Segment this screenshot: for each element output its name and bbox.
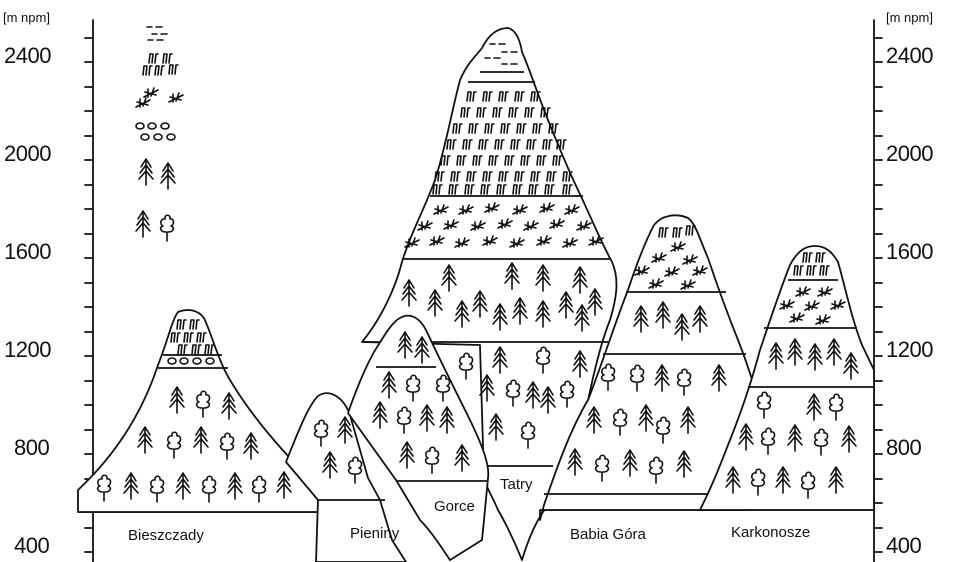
legend-dwarf-pine-icon [135,87,184,108]
tick-label: 2000 [4,141,51,166]
tick-label: 1600 [4,239,51,264]
tick-label: 400 [14,533,49,558]
tick-label: 1200 [886,337,933,362]
mountain-gorce: Gorce [347,314,490,561]
left-axis-unit: [m npm] [3,10,50,25]
tick-label: 2000 [886,141,933,166]
mountain-tatry: Tatry [361,27,618,561]
tick-label: 1200 [4,337,51,362]
label-gorce: Gorce [434,498,475,515]
tick-label: 1600 [886,239,933,264]
left-axis: [m npm] 2400 2000 1600 1200 800 400 [3,10,94,562]
label-karkonosze: Karkonosze [731,524,810,541]
legend-grass-icon [142,53,179,76]
label-bieszczady: Bieszczady [128,527,204,544]
legend-conifer-icon [138,158,176,190]
label-tatry: Tatry [500,476,533,493]
legend-mixed-forest-icon [135,210,175,242]
label-babia-gora: Babia Góra [570,526,647,543]
mountain-pieniny: Pieniny [285,392,407,562]
tick-label: 2400 [4,43,51,68]
right-axis-unit: [m npm] [886,10,933,25]
right-axis: [m npm] 2400 2000 1600 1200 800 400 [873,10,934,562]
tick-label: 800 [14,435,49,460]
legend-rock-icon [146,26,168,41]
legend-column [135,26,184,242]
mountain-karkonosze: Karkonosze [699,245,875,541]
tick-label: 400 [886,533,921,558]
label-pieniny: Pieniny [350,525,400,542]
tick-label: 2400 [886,43,933,68]
legend-scrub-icon [135,122,176,141]
mountain-bieszczady: Bieszczady [77,309,341,544]
tick-label: 800 [886,435,921,460]
